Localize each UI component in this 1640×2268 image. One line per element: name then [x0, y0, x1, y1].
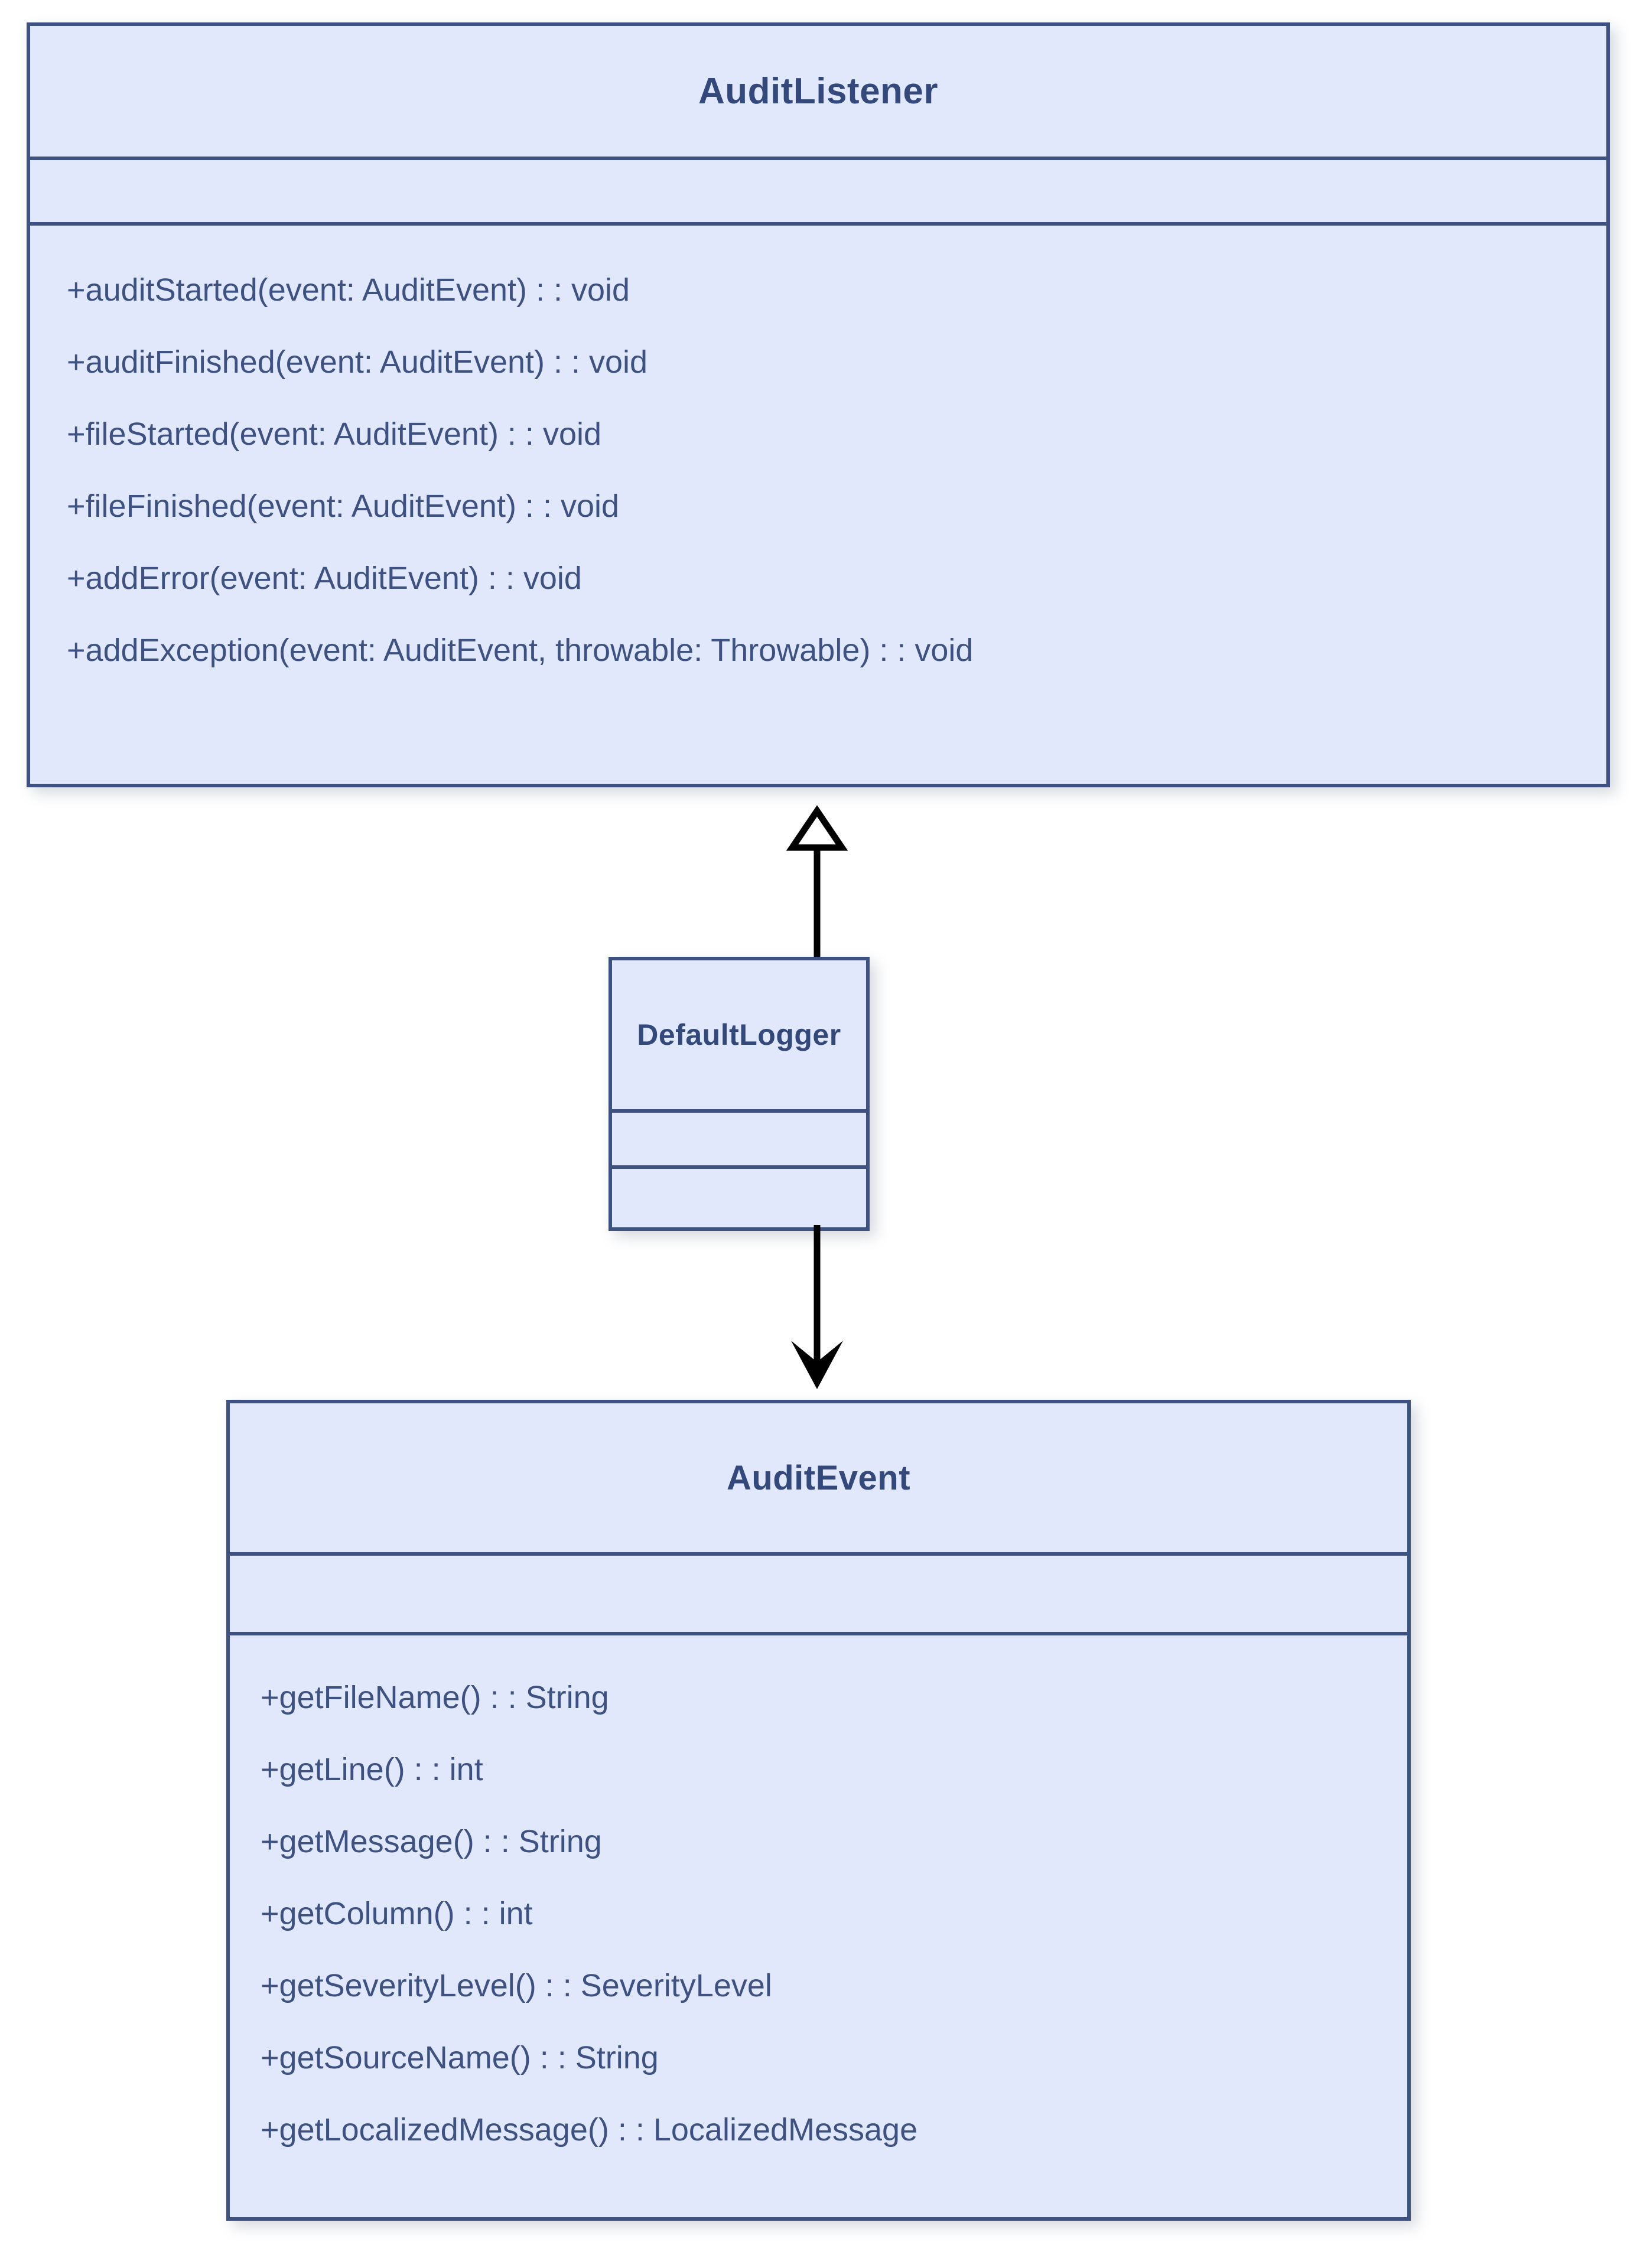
class-method: +getSourceName() : : String: [261, 2040, 659, 2075]
dependency-arrow-default-logger-to-audit-event: [791, 1225, 843, 1389]
class-methods-compartment-audit-listener: +auditStarted(event: AuditEvent) : : voi…: [30, 222, 1606, 780]
class-box-default-logger[interactable]: DefaultLogger: [609, 957, 870, 1231]
class-box-audit-listener[interactable]: AuditListener +auditStarted(event: Audit…: [27, 22, 1610, 787]
class-method: +addException(event: AuditEvent, throwab…: [67, 633, 974, 668]
class-method: +getColumn() : : int: [261, 1896, 533, 1931]
class-methods-compartment-default-logger: [612, 1165, 866, 1224]
class-title-audit-listener: AuditListener: [698, 71, 939, 112]
class-method: +fileFinished(event: AuditEvent) : : voi…: [67, 488, 620, 524]
class-attributes-compartment-audit-event: [230, 1552, 1407, 1632]
class-method: +fileStarted(event: AuditEvent) : : void: [67, 416, 602, 452]
class-method: +getLine() : : int: [261, 1752, 483, 1787]
class-method: +getMessage() : : String: [261, 1824, 602, 1859]
class-attributes-compartment-audit-listener: [30, 157, 1606, 222]
class-method: +auditFinished(event: AuditEvent) : : vo…: [67, 344, 648, 380]
generalization-arrow-default-logger-to-audit-listener: [786, 805, 848, 964]
class-box-audit-event[interactable]: AuditEvent +getFileName() : : String +ge…: [226, 1400, 1411, 2221]
class-attributes-compartment-default-logger: [612, 1109, 866, 1165]
class-method: +getFileName() : : String: [261, 1680, 609, 1715]
class-methods-compartment-audit-event: +getFileName() : : String +getLine() : :…: [230, 1632, 1407, 2214]
class-title-default-logger: DefaultLogger: [637, 1018, 841, 1051]
class-method: +getLocalizedMessage() : : LocalizedMess…: [261, 2112, 918, 2148]
class-method: +getSeverityLevel() : : SeverityLevel: [261, 1968, 772, 2003]
class-method: +addError(event: AuditEvent) : : void: [67, 561, 582, 596]
class-method: +auditStarted(event: AuditEvent) : : voi…: [67, 272, 630, 308]
class-title-audit-event: AuditEvent: [726, 1458, 911, 1497]
